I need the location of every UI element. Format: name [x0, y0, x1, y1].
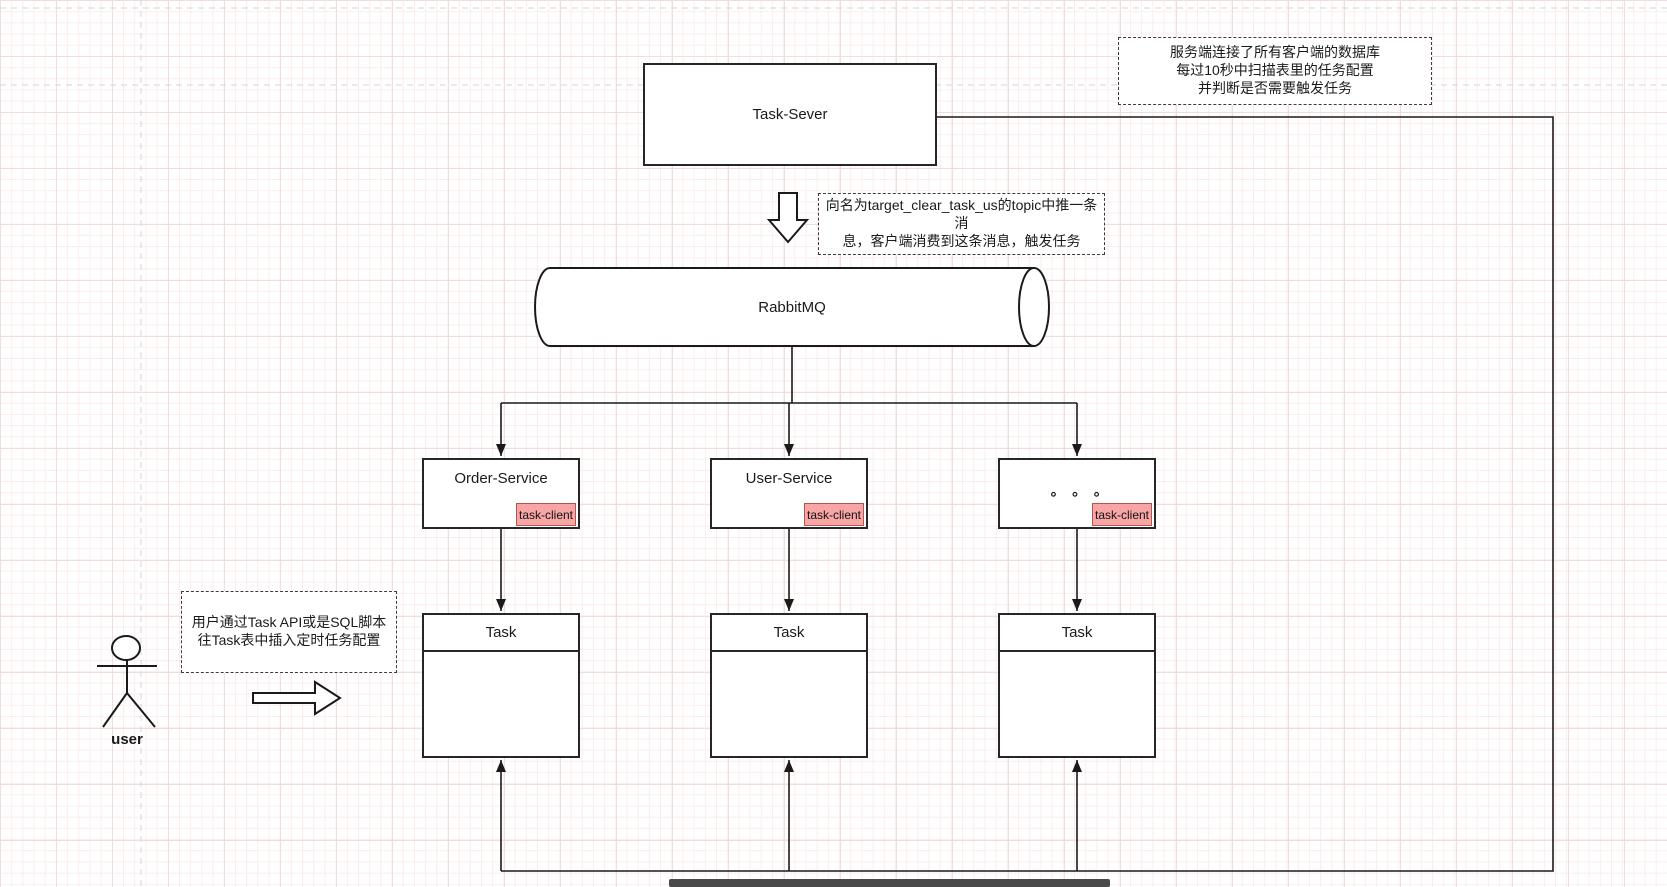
rabbitmq-cylinder — [534, 267, 1050, 347]
order-service-box: Order-Service task-client — [422, 458, 580, 529]
task-table-1-body — [424, 652, 578, 756]
user-note: 用户通过Task API或是SQL脚本 往Task表中插入定时任务配置 — [181, 591, 397, 673]
task-table-3-header: Task — [1000, 615, 1154, 652]
order-service-task-client-badge: task-client — [516, 503, 576, 526]
task-table-3-body — [1000, 652, 1154, 756]
ellipsis-service-task-client-badge: task-client — [1092, 503, 1152, 526]
topic-note: 向名为target_clear_task_us的topic中推一条消 息，客户端… — [818, 193, 1105, 255]
server-feedback-loop-line — [501, 116, 1554, 872]
ellipsis-service-dots: ∘ ∘ ∘ — [1048, 485, 1106, 503]
task-table-1-header: Task — [424, 615, 578, 652]
user-note-line-2: 往Task表中插入定时任务配置 — [197, 632, 381, 648]
server-note-line-3: 并判断是否需要触发任务 — [1198, 79, 1352, 96]
task-table-1: Task — [422, 613, 580, 758]
user-actor-label: user — [111, 731, 143, 748]
topic-note-line-2: 息，客户端消费到这条消息，触发任务 — [842, 232, 1081, 249]
bottom-scrollbar-thumb[interactable] — [669, 879, 1110, 887]
user-actor-icon — [97, 635, 157, 728]
rabbitmq-label: RabbitMQ — [758, 298, 826, 316]
task-table-2-body — [712, 652, 866, 756]
task-server-label: Task-Sever — [752, 106, 828, 123]
server-note-line-2: 每过10秒中扫描表里的任务配置 — [1176, 62, 1374, 79]
server-note: 服务端连接了所有客户端的数据库 每过10秒中扫描表里的任务配置 并判断是否需要触… — [1118, 37, 1432, 105]
user-note-line-1: 用户通过Task API或是SQL脚本 — [191, 614, 387, 631]
task-table-2: Task — [710, 613, 868, 758]
task-server-box: Task-Sever — [643, 63, 937, 166]
order-service-label: Order-Service — [454, 470, 548, 487]
ellipsis-service-box: ∘ ∘ ∘ task-client — [998, 458, 1156, 529]
server-note-line-1: 服务端连接了所有客户端的数据库 — [1170, 44, 1380, 61]
user-service-label: User-Service — [745, 470, 833, 487]
right-block-arrow-icon — [252, 680, 342, 716]
topic-note-line-1: 向名为target_clear_task_us的topic中推一条消 — [825, 197, 1098, 232]
user-service-task-client-badge: task-client — [804, 503, 864, 526]
user-service-box: User-Service task-client — [710, 458, 868, 529]
down-block-arrow-icon — [766, 192, 810, 244]
task-table-3: Task — [998, 613, 1156, 758]
task-table-2-header: Task — [712, 615, 866, 652]
